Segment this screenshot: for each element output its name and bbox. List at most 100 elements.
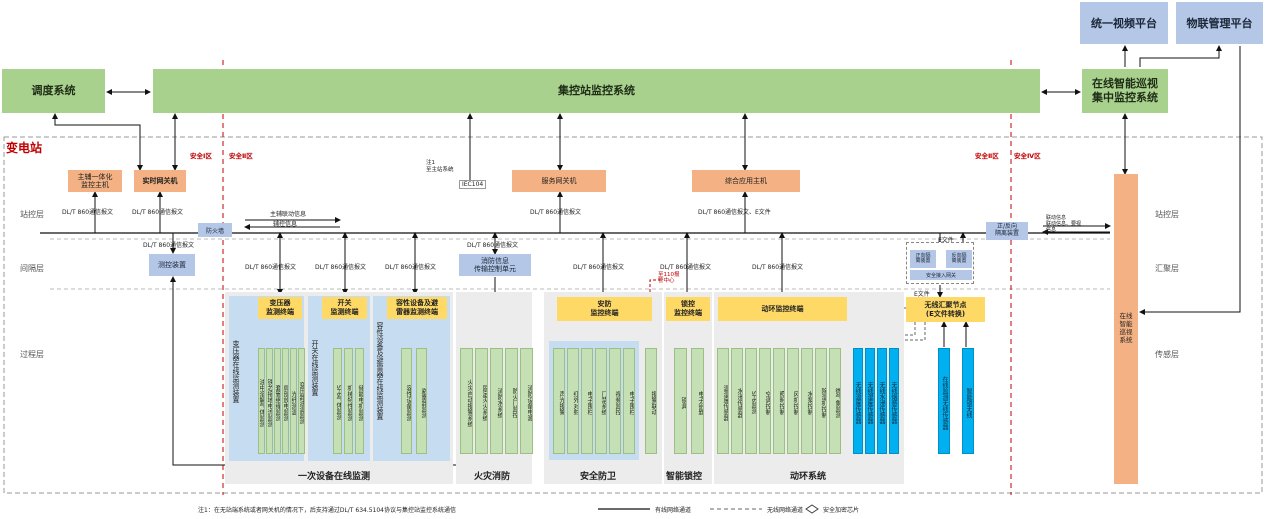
switch-terminal-label: 开关 监测终端 bbox=[330, 299, 359, 316]
device-transformer-4[interactable]: 光纤测温 bbox=[290, 348, 297, 454]
dispatch-system[interactable]: 调度系统 bbox=[2, 69, 105, 113]
realtime-gateway[interactable]: 实时网关机 bbox=[134, 170, 186, 192]
security-terminal[interactable]: 安防 监控终端 bbox=[557, 297, 652, 321]
wireless-aggregation-node[interactable]: 无线汇聚节点 (E文件转换) bbox=[906, 297, 985, 322]
device-transformer-5[interactable]: 变压器油温监测 bbox=[298, 348, 305, 454]
security-alarm-device[interactable]: 报警联动 bbox=[645, 348, 657, 454]
env-terminal-label: 动环监控终端 bbox=[761, 304, 804, 313]
device-lock-0[interactable]: 锁具 bbox=[674, 348, 687, 454]
fwd-rev-isolation-label: 正/反向 隔离装置 bbox=[994, 223, 1019, 237]
device-wireless-0[interactable]: 无线温度传感器 bbox=[853, 348, 863, 454]
layer-station-left: 站控层 bbox=[20, 210, 44, 219]
footer-note: 注1：在无站端系统或者网关机的情况下，后支持通过DL/T 634.5104协议与… bbox=[198, 507, 457, 514]
device-transformer-2[interactable]: 套管绝缘监测 bbox=[274, 348, 281, 454]
device-switch-0[interactable]: SF6气体监测 bbox=[333, 348, 342, 454]
inspection-monitoring-system[interactable]: 在线智能巡视 集中监控系统 bbox=[1082, 69, 1168, 113]
group-label-env: 动环系统 bbox=[790, 472, 827, 482]
device-env-0[interactable]: 温湿度传感器 bbox=[717, 348, 729, 454]
device-security-3[interactable]: 门禁系统 bbox=[595, 348, 607, 454]
safe-access-gateway[interactable]: 安全接入网关 bbox=[910, 270, 972, 280]
env-terminal[interactable]: 动环监控终端 bbox=[718, 297, 847, 321]
device-wireless_right-1[interactable]: 智能锁无线 bbox=[962, 348, 974, 454]
device-switch-2[interactable]: 储能电机监测 bbox=[355, 348, 364, 454]
aux-monitoring-host[interactable]: 主辅一体化 监控主机 bbox=[68, 170, 122, 192]
layer-bay: 间隔层 bbox=[20, 264, 44, 273]
device-fire-4[interactable]: 消防设备电源 bbox=[520, 348, 533, 454]
device-env-6[interactable]: 水泵控制 bbox=[801, 348, 813, 454]
service-gateway[interactable]: 服务网关机 bbox=[512, 170, 606, 192]
group-label-lock: 智能锁控 bbox=[666, 472, 703, 482]
zone-2-left-label: 安全Ⅱ区 bbox=[229, 152, 253, 160]
online-inspection-system-label: 在线 智能 巡视 系统 bbox=[1119, 312, 1133, 344]
link-info-label: 主辅联动信息 bbox=[270, 211, 307, 218]
device-fire-2[interactable]: 消防水系统 bbox=[490, 348, 503, 454]
lock-terminal[interactable]: 锁控 监控终端 bbox=[666, 297, 710, 321]
wireless-aggregation-node-label: 无线汇聚节点 (E文件转换) bbox=[924, 300, 967, 318]
device-env-3[interactable]: 空调控制 bbox=[759, 348, 771, 454]
device-transformer-3[interactable]: 局部放电监测 bbox=[282, 348, 289, 454]
e-file-label: E文件 bbox=[914, 291, 930, 298]
legend-wired-label: 有线网络通道 bbox=[655, 507, 692, 514]
central-monitoring-system-label: 集控站监控系统 bbox=[558, 84, 635, 98]
device-env-4[interactable]: 照明控制 bbox=[773, 348, 785, 454]
device-security-1[interactable]: 红外对射 bbox=[567, 348, 579, 454]
device-arrester-1[interactable]: 避雷器监测 bbox=[416, 348, 427, 454]
legend-wireless-label: 无线网络通道 bbox=[767, 507, 804, 514]
fwd-rev-isolation[interactable]: 正/反向 隔离装置 bbox=[986, 222, 1028, 240]
device-arrester-0[interactable]: 容性设备监测 bbox=[401, 348, 412, 454]
switch-terminal[interactable]: 开关 监测终端 bbox=[322, 297, 367, 319]
rev-isolation-small[interactable]: 反向隔 离装置 bbox=[946, 250, 972, 268]
transformer-terminal[interactable]: 变压器 监测终端 bbox=[258, 297, 302, 319]
security-terminal-label: 安防 监控终端 bbox=[590, 300, 619, 317]
legend-chip-label: 安全加密芯片 bbox=[823, 507, 860, 514]
device-env-2[interactable]: SF6监测 bbox=[745, 348, 757, 454]
transformer-device-label: 变压器在线监测装置 bbox=[232, 340, 241, 403]
device-env-1[interactable]: 水浸传感器 bbox=[731, 348, 743, 454]
lock-group bbox=[664, 292, 712, 484]
measure-control-device-label: 测控装置 bbox=[158, 261, 186, 269]
central-monitoring-system[interactable]: 集控站监控系统 bbox=[153, 69, 1040, 113]
device-wireless-1[interactable]: 无线湿度传感器 bbox=[865, 348, 875, 454]
device-wireless_right-0[interactable]: 在线监测无线传感器 bbox=[938, 348, 950, 454]
device-security-2[interactable]: 电子围栏 bbox=[581, 348, 593, 454]
device-fire-3[interactable]: 防火门监控 bbox=[505, 348, 518, 454]
iec104-label: IEC104 bbox=[459, 180, 487, 189]
aux-monitoring-host-label: 主辅一体化 监控主机 bbox=[77, 172, 113, 189]
device-lock-1[interactable]: 电子钥匙 bbox=[691, 348, 704, 454]
device-fire-0[interactable]: 火灾自动报警系统 bbox=[460, 348, 473, 454]
device-security-4[interactable]: 视频监控 bbox=[609, 348, 621, 454]
layer-station-right: 站控层 bbox=[1155, 210, 1179, 219]
device-env-7[interactable]: 除湿机控制 bbox=[815, 348, 827, 454]
device-switch-1[interactable]: 机械特性监测 bbox=[344, 348, 353, 454]
device-env-5[interactable]: 风机控制 bbox=[787, 348, 799, 454]
firewall[interactable]: 防火墙 bbox=[198, 223, 232, 237]
arrester-device-label: 容性设备及避雷器在线监测装置 bbox=[376, 322, 385, 420]
arrester-terminal[interactable]: 容性设备及避 雷器监测终端 bbox=[387, 297, 447, 319]
device-fire-1[interactable]: 固定灭火系统 bbox=[475, 348, 488, 454]
inspection-monitoring-system-label: 在线智能巡视 集中监控系统 bbox=[1092, 77, 1158, 104]
note1-label: 注1 至主站系统 bbox=[426, 160, 454, 173]
protocol-label: DL/T 860通信报文 bbox=[752, 264, 804, 271]
device-wireless-2[interactable]: 无线水浸传感器 bbox=[877, 348, 887, 454]
protocol-label: DL/T 860通信报文 bbox=[660, 264, 712, 271]
device-security-0[interactable]: 声光报警 bbox=[553, 348, 565, 454]
measure-control-device[interactable]: 测控装置 bbox=[149, 254, 195, 276]
app-host[interactable]: 综合应用主机 bbox=[692, 170, 800, 192]
protocol-label: DL/T 860通信报文 bbox=[245, 264, 297, 271]
fwd-isolation-small[interactable]: 正向隔 离装置 bbox=[910, 250, 936, 268]
device-transformer-1[interactable]: 铁芯接地电流监测 bbox=[266, 348, 273, 454]
online-inspection-system[interactable]: 在线 智能 巡视 系统 bbox=[1114, 174, 1138, 484]
device-security-5[interactable]: 电子围栏 bbox=[623, 348, 635, 454]
group-label-fire: 火灾消防 bbox=[474, 472, 511, 482]
protocol-label: DL/T 860通信报文 bbox=[62, 209, 114, 216]
fire-transmission-unit[interactable]: 消防信息 传输控制单元 bbox=[459, 254, 531, 276]
device-env-8[interactable]: 微气象监测 bbox=[829, 348, 841, 454]
unified-video-platform[interactable]: 统一视频平台 bbox=[1080, 2, 1168, 44]
device-transformer-0[interactable]: 油中溶解气体监测 bbox=[258, 348, 265, 454]
dispatch-system-label: 调度系统 bbox=[31, 84, 76, 98]
device-wireless-3[interactable]: 无线烟感传感器 bbox=[889, 348, 899, 454]
iot-management-platform[interactable]: 物联管理平台 bbox=[1176, 2, 1263, 44]
lock-terminal-label: 锁控 监控终端 bbox=[674, 300, 702, 317]
protocol-label: DL/T 860通信报文 bbox=[315, 264, 367, 271]
